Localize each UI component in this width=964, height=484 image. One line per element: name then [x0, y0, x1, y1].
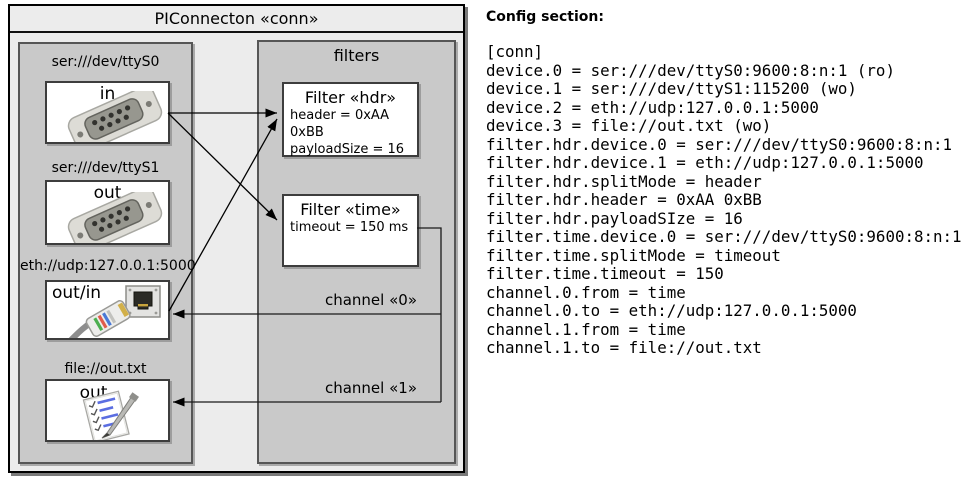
- config-section: Config section: [conn] device.0 = ser://…: [486, 9, 962, 358]
- config-line: device.0 = ser:///dev/ttyS0:9600:8:n:1 (…: [486, 60, 895, 80]
- filters-panel-title: filters: [333, 46, 380, 65]
- device-direction: in: [99, 84, 116, 104]
- device-direction: out/in: [52, 283, 102, 303]
- config-heading: Config section:: [486, 9, 604, 25]
- devices-panel: ser:///dev/ttyS0 in ser:///dev/ttyS1 out: [18, 42, 196, 464]
- config-line: filter.hdr.header = 0xAA 0xBB: [486, 190, 762, 209]
- config-line: device.1 = ser:///dev/ttyS1:115200 (wo): [486, 79, 857, 98]
- serial-connector-icon: [67, 91, 163, 142]
- diagram-title: PIConnecton «conn»: [10, 6, 463, 33]
- device-box-eth: out/in: [45, 280, 170, 340]
- config-line: channel.0.from = time: [486, 282, 686, 302]
- config-lines: [conn] device.0 = ser:///dev/ttyS0:9600:…: [486, 42, 962, 358]
- serial-connector-icon: [67, 192, 163, 243]
- device-box-file: out: [45, 379, 170, 442]
- config-line: filter.time.splitMode = timeout: [486, 245, 781, 265]
- filter-title: Filter «time»: [300, 200, 401, 219]
- config-line: filter.hdr.device.0 = ser:///dev/ttyS0:9…: [486, 134, 953, 154]
- config-line: channel.1.from = time: [486, 319, 686, 339]
- config-line: device.3 = file://out.txt (wo): [486, 116, 772, 135]
- device-box-ttys1: out: [45, 180, 170, 245]
- device-label-ttys0: ser:///dev/ttyS0: [51, 54, 160, 70]
- config-line: channel.0.to = eth://udp:127.0.0.1:5000: [486, 301, 857, 320]
- rj45-plug-icon: [68, 300, 131, 338]
- filters-panel: filters Filter «hdr» header = 0xAA 0xBB …: [257, 40, 456, 464]
- filter-property: header = 0xAA 0xBB: [290, 108, 390, 140]
- ethernet-jack-icon: [125, 285, 161, 318]
- pen: [101, 392, 139, 439]
- config-line: [conn]: [486, 42, 544, 61]
- device-box-ttys0: in: [45, 81, 170, 144]
- config-line: filter.hdr.splitMode = header: [486, 171, 762, 191]
- filter-title: Filter «hdr»: [304, 88, 397, 107]
- config-line: filter.hdr.device.1 = eth://udp:127.0.0.…: [486, 153, 924, 172]
- filter-box-hdr: Filter «hdr» header = 0xAA 0xBB payloadS…: [282, 82, 419, 157]
- device-label-eth: eth://udp:127.0.0.1:5000: [20, 258, 196, 274]
- channel-1-label: channel «1»: [324, 379, 417, 397]
- notepad-with-pen-icon: [82, 390, 139, 440]
- filter-box-time: Filter «time» timeout = 150 ms: [282, 194, 419, 267]
- config-line: filter.time.timeout = 150: [486, 264, 724, 283]
- device-direction: out: [93, 183, 122, 203]
- device-label-ttys1: ser:///dev/ttyS1: [51, 160, 160, 176]
- filter-property: timeout = 150 ms: [290, 220, 409, 235]
- config-line: channel.1.to = file://out.txt: [486, 338, 762, 357]
- config-line: filter.time.device.0 = ser:///dev/ttyS0:…: [486, 227, 962, 246]
- config-line: device.2 = eth://udp:127.0.0.1:5000: [486, 97, 819, 117]
- channel-0-label: channel «0»: [324, 291, 417, 309]
- filter-property: payloadSize = 16: [290, 142, 405, 157]
- config-line: filter.hdr.payloadSIze = 16: [486, 208, 743, 228]
- device-label-file: file://out.txt: [64, 361, 147, 377]
